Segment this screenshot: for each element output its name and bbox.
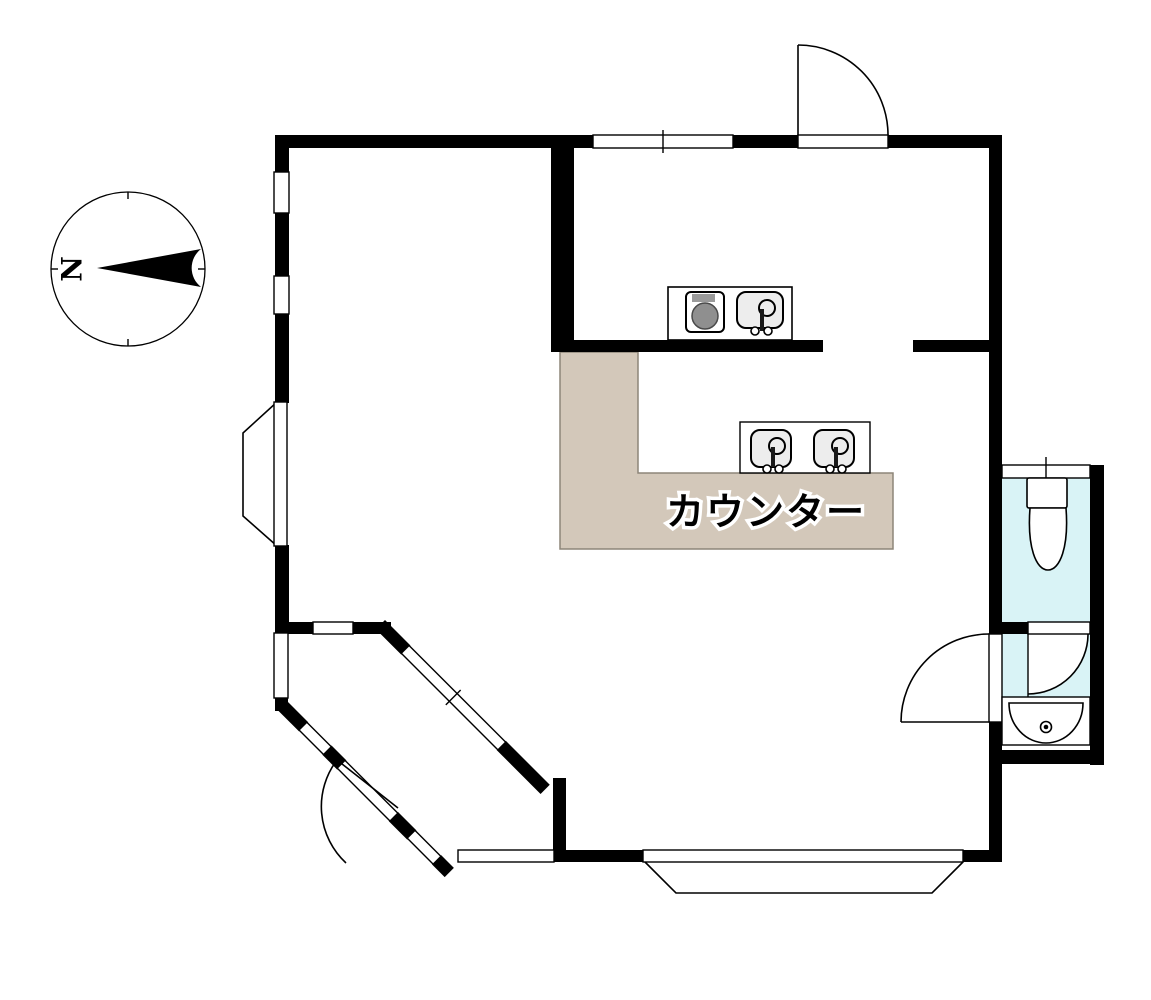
counter-sink-2 <box>813 429 855 474</box>
wall-top-left <box>275 135 593 148</box>
wall-diagonal-outer <box>277 701 454 878</box>
counter: カウンター <box>559 351 894 550</box>
wall-left-1 <box>275 135 289 173</box>
wall-vestibule-vertical <box>553 778 566 862</box>
door-washroom-arc <box>1027 633 1089 695</box>
wall-right-lower <box>989 722 1002 862</box>
wall-kitchen-left <box>551 148 574 352</box>
bay-window-south <box>642 849 964 894</box>
wall-top-right <box>888 135 1002 148</box>
windows <box>242 130 1091 894</box>
stove-handle <box>692 294 715 302</box>
wall-toilet-right <box>1090 465 1104 765</box>
door-top-arc <box>797 44 889 136</box>
window-mullion-tick <box>445 689 462 706</box>
wall-bottom-right <box>963 850 1002 862</box>
door-washroom-opening <box>1027 621 1091 635</box>
stove <box>685 291 725 333</box>
toilet-tank <box>1026 477 1068 509</box>
wall-left-3 <box>275 313 289 403</box>
door-entrance-leaf <box>336 759 399 809</box>
window-bottomleft-horizontal <box>312 621 354 635</box>
wall-left-4 <box>275 545 289 623</box>
wash-basin <box>1001 696 1091 746</box>
washroom-door-swing-area <box>1028 634 1088 694</box>
wall-left-2 <box>275 212 289 277</box>
wall-toilet-bottom <box>1002 750 1104 764</box>
door-entrance-arc <box>320 759 347 864</box>
north-arrow <box>97 249 201 287</box>
counter-label: カウンター <box>666 492 866 534</box>
toilet-bowl <box>1028 507 1068 571</box>
window-vestibule-south <box>457 849 555 863</box>
washroom-floor <box>1002 634 1090 697</box>
door-right-arc <box>900 633 990 723</box>
entrance-door-opening <box>336 759 400 823</box>
wall-top-mid <box>733 135 798 148</box>
door-right <box>900 633 1003 723</box>
counter-sink-unit <box>739 421 871 474</box>
wall-diagonal-inner <box>375 620 550 794</box>
compass: N <box>50 191 206 347</box>
window-left-2 <box>273 275 290 315</box>
wall-bottom-left <box>553 850 643 862</box>
door-right-opening <box>988 633 1003 723</box>
toilet <box>1026 477 1068 571</box>
window-left-1 <box>273 171 290 214</box>
door-top-opening <box>797 134 889 149</box>
wall-toilet-divider <box>989 622 1029 634</box>
kitchen-unit <box>667 286 793 341</box>
north-label: N <box>56 256 89 282</box>
wall-bottomleft-1 <box>275 622 313 634</box>
walls <box>275 135 1104 862</box>
window-diagonal-outer-2 <box>406 829 443 866</box>
wall-right-upper <box>989 148 1002 632</box>
wall-kitchen-bottom-right <box>913 340 990 352</box>
basin-bowl <box>1008 702 1084 744</box>
bay-window-left <box>242 401 288 547</box>
kitchen-sink <box>736 291 784 336</box>
window-diagonal-outer-1 <box>298 721 333 756</box>
stove-burner <box>691 302 719 330</box>
door-washroom-toilet <box>1027 621 1091 695</box>
door-top <box>797 44 889 149</box>
counter-sink-1 <box>750 429 792 474</box>
window-left-lower-vertical <box>273 632 289 699</box>
wall-kitchen-bottom-left <box>551 340 823 352</box>
door-entrance <box>320 759 399 864</box>
